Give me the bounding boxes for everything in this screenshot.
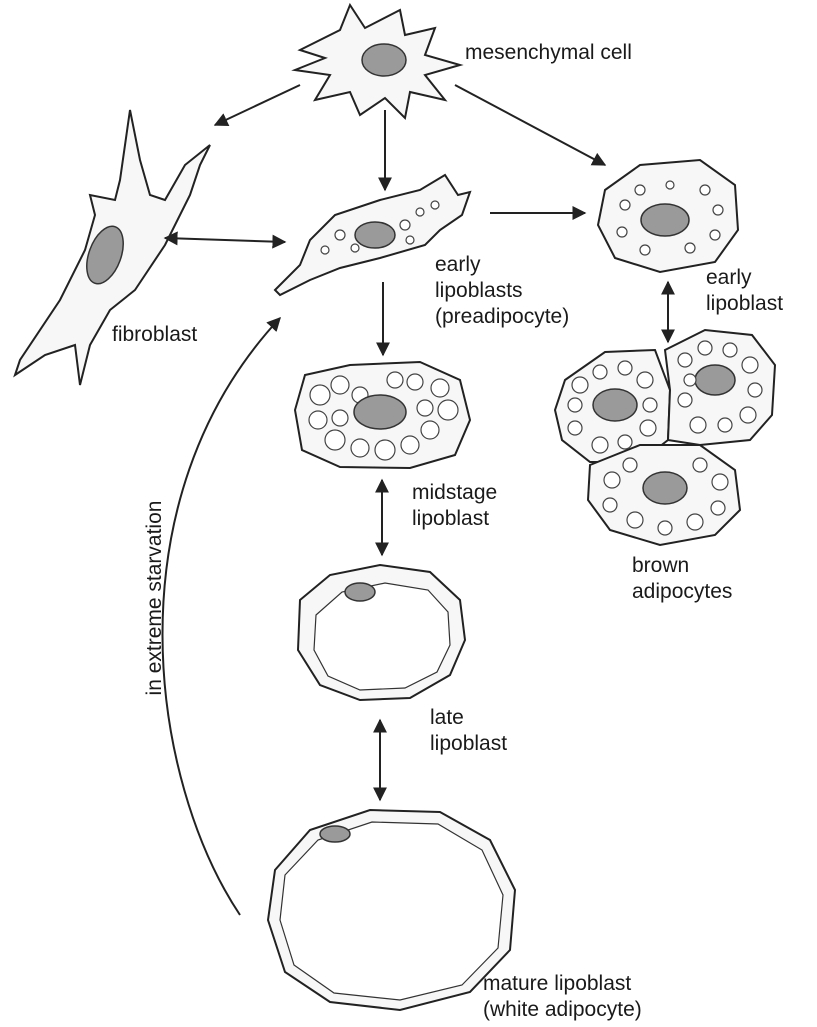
- label-early-lipoblasts: early lipoblasts (preadipocyte): [435, 252, 569, 330]
- label-late-lipoblast: late lipoblast: [430, 705, 507, 757]
- arrow-mesenchymal-to-fibroblast: [215, 85, 300, 125]
- brown-adipocyte-nucleus: [593, 389, 637, 421]
- arrow-fibroblast-to-early-lipoblasts: [165, 238, 285, 242]
- mesenchymal-cell: [295, 5, 460, 118]
- midstage-lipoblast-nucleus: [354, 395, 406, 429]
- label-mature-lipoblast: mature lipoblast (white adipocyte): [483, 971, 642, 1023]
- early-lipoblast-brown-cell: [598, 160, 738, 272]
- arrow-starvation-return: [163, 318, 281, 915]
- mature-lipoblast-cell: [268, 810, 515, 1010]
- brown-adipocyte-nucleus: [643, 472, 687, 504]
- mature-lipoblast-nucleus: [320, 826, 350, 842]
- midstage-lipoblast-cell: [295, 362, 470, 468]
- late-lipoblast-nucleus: [345, 583, 375, 601]
- label-brown-adipocytes: brown adipocytes: [632, 553, 732, 605]
- late-lipoblast-cell: [298, 565, 465, 700]
- early-lipoblast-brown-nucleus: [641, 204, 689, 236]
- label-fibroblast: fibroblast: [112, 322, 197, 348]
- early-lipoblasts-nucleus: [355, 222, 395, 248]
- brown-adipocyte-nucleus: [695, 365, 735, 395]
- label-early-lipoblast: early lipoblast: [706, 265, 783, 317]
- label-in-extreme-starvation: in extreme starvation: [143, 501, 167, 696]
- arrow-mesenchymal-to-early-lipoblast: [455, 85, 605, 165]
- brown-adipocytes-cluster: [555, 330, 775, 545]
- mesenchymal-nucleus: [362, 44, 406, 76]
- label-midstage-lipoblast: midstage lipoblast: [412, 480, 497, 532]
- label-mesenchymal-cell: mesenchymal cell: [465, 40, 632, 66]
